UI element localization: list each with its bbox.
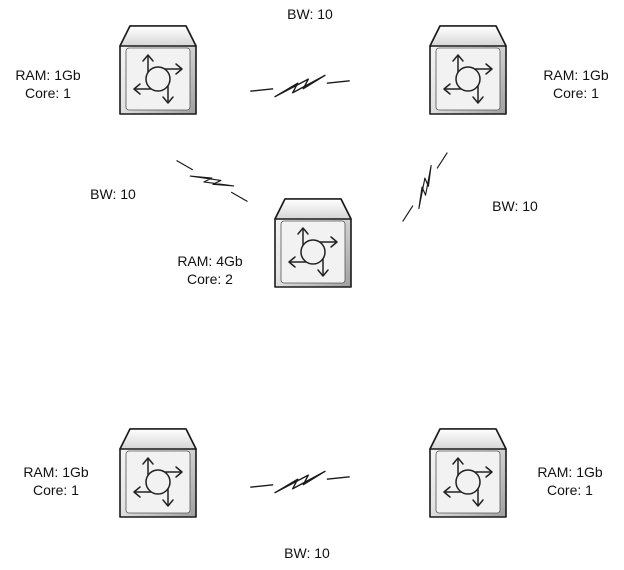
node-label-center: RAM: 4Gb Core: 2 [170, 252, 250, 288]
core-label: Core: 1 [33, 482, 79, 498]
node-label-top-right: RAM: 1Gb Core: 1 [536, 66, 616, 102]
router-icon [119, 25, 197, 115]
ram-label: RAM: 1Gb [537, 464, 603, 480]
node-label-bottom-left: RAM: 1Gb Core: 1 [16, 463, 96, 499]
lightning-link-icon [172, 154, 252, 208]
ram-label: RAM: 1Gb [23, 464, 89, 480]
core-label: Core: 1 [547, 482, 593, 498]
router-icon [429, 428, 507, 518]
router-icon [274, 198, 352, 288]
node-label-top-left: RAM: 1Gb Core: 1 [8, 66, 88, 102]
lightning-link-icon [248, 72, 352, 100]
node-label-bottom-right: RAM: 1Gb Core: 1 [530, 463, 610, 499]
core-label: Core: 2 [187, 271, 233, 287]
lightning-link-icon [248, 468, 352, 496]
bandwidth-label-right-center: BW: 10 [492, 198, 538, 214]
ram-label: RAM: 4Gb [177, 253, 243, 269]
ram-label: RAM: 1Gb [543, 67, 609, 83]
router-icon [119, 428, 197, 518]
bandwidth-label-left-center: BW: 10 [90, 186, 136, 202]
bandwidth-label-bottom: BW: 10 [284, 545, 330, 561]
router-icon [429, 25, 507, 115]
ram-label: RAM: 1Gb [15, 67, 81, 83]
core-label: Core: 1 [25, 85, 71, 101]
lightning-link-icon [396, 148, 454, 226]
core-label: Core: 1 [553, 85, 599, 101]
bandwidth-label-top: BW: 10 [287, 6, 333, 22]
